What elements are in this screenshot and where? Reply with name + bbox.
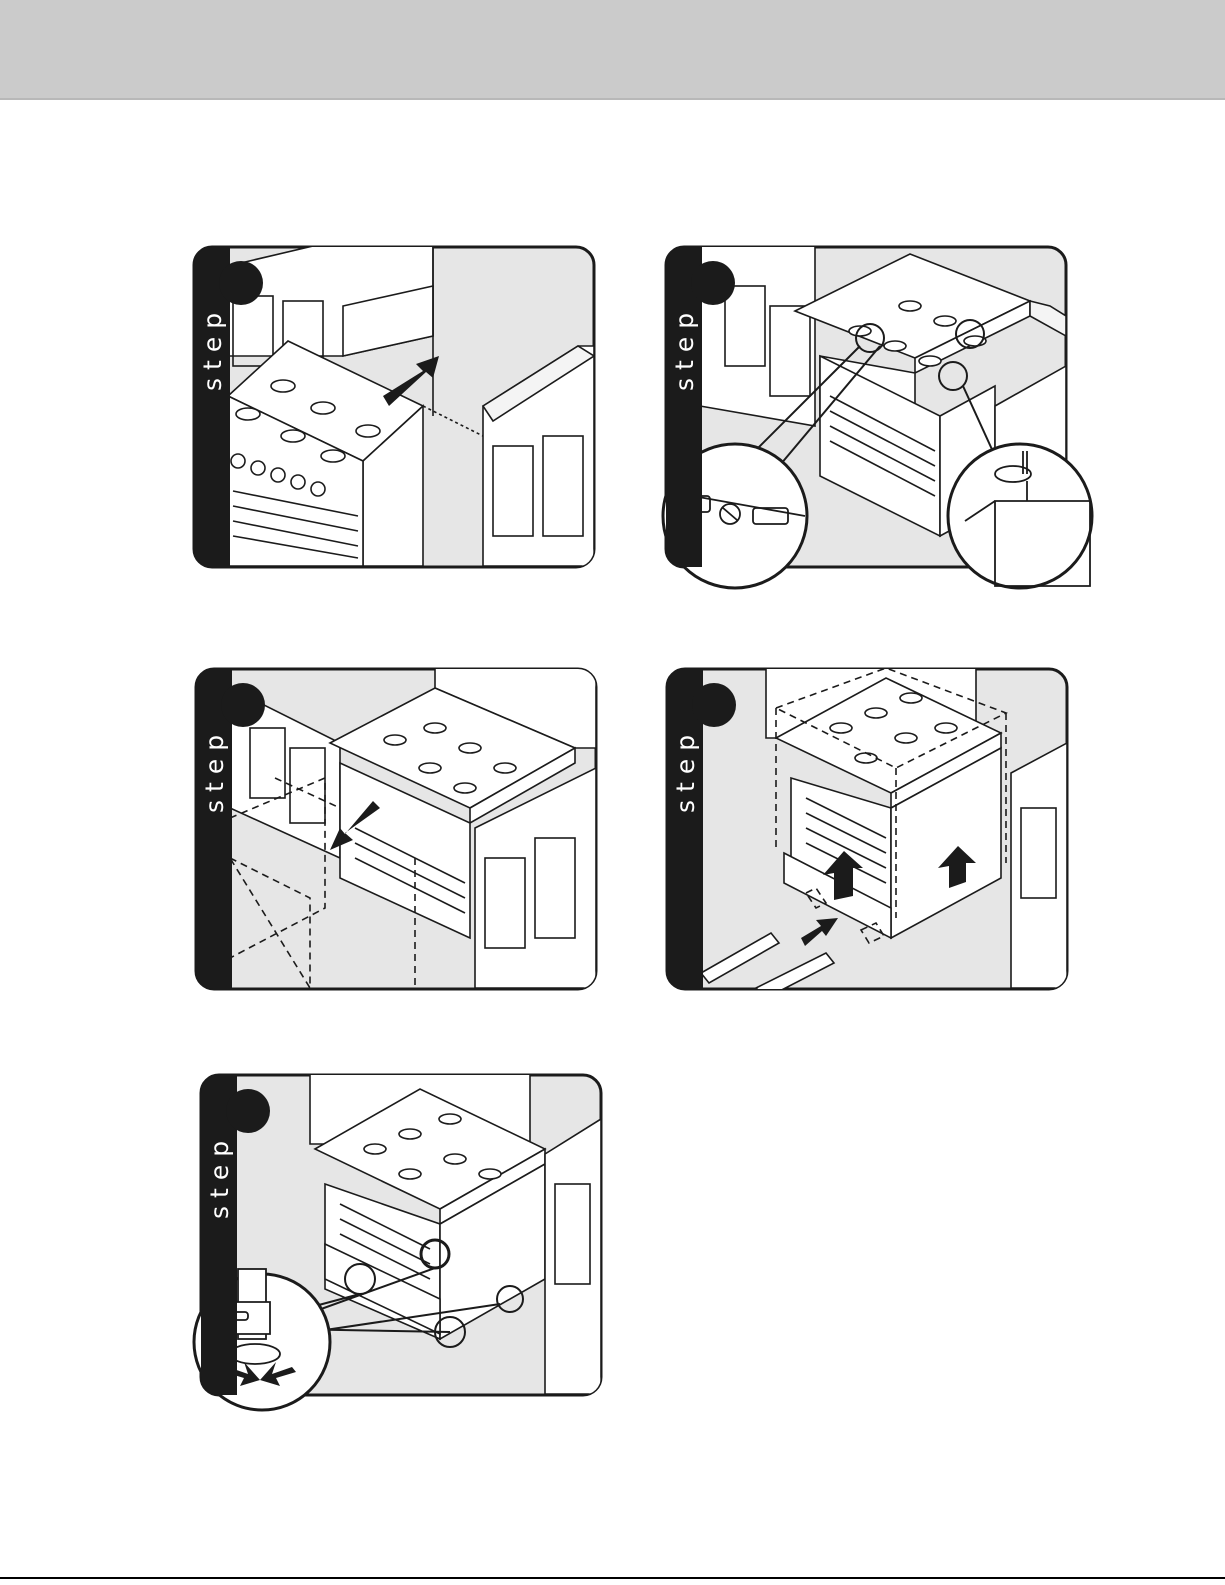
illustration-bracket-zoom bbox=[665, 246, 1095, 591]
step-number-badge bbox=[219, 261, 263, 305]
step-number-badge bbox=[691, 261, 735, 305]
step-label: step bbox=[206, 1133, 234, 1219]
footer-rule bbox=[0, 1577, 1225, 1579]
step-number-badge bbox=[226, 1089, 270, 1133]
step-panel-3: step bbox=[195, 668, 597, 988]
step-label: step bbox=[672, 727, 700, 813]
magnifier-circle-icon bbox=[948, 444, 1092, 588]
step-label: step bbox=[199, 305, 227, 391]
step-label: step bbox=[671, 305, 699, 391]
header-band bbox=[0, 0, 1225, 100]
step-panel-1: step bbox=[193, 246, 595, 566]
step-number-badge bbox=[221, 683, 265, 727]
step-number-badge bbox=[692, 683, 736, 727]
step-panel-2: step bbox=[665, 246, 1067, 566]
step-panel-5: step bbox=[200, 1074, 602, 1394]
step-label: step bbox=[201, 727, 229, 813]
step-panel-4: step bbox=[666, 668, 1068, 988]
